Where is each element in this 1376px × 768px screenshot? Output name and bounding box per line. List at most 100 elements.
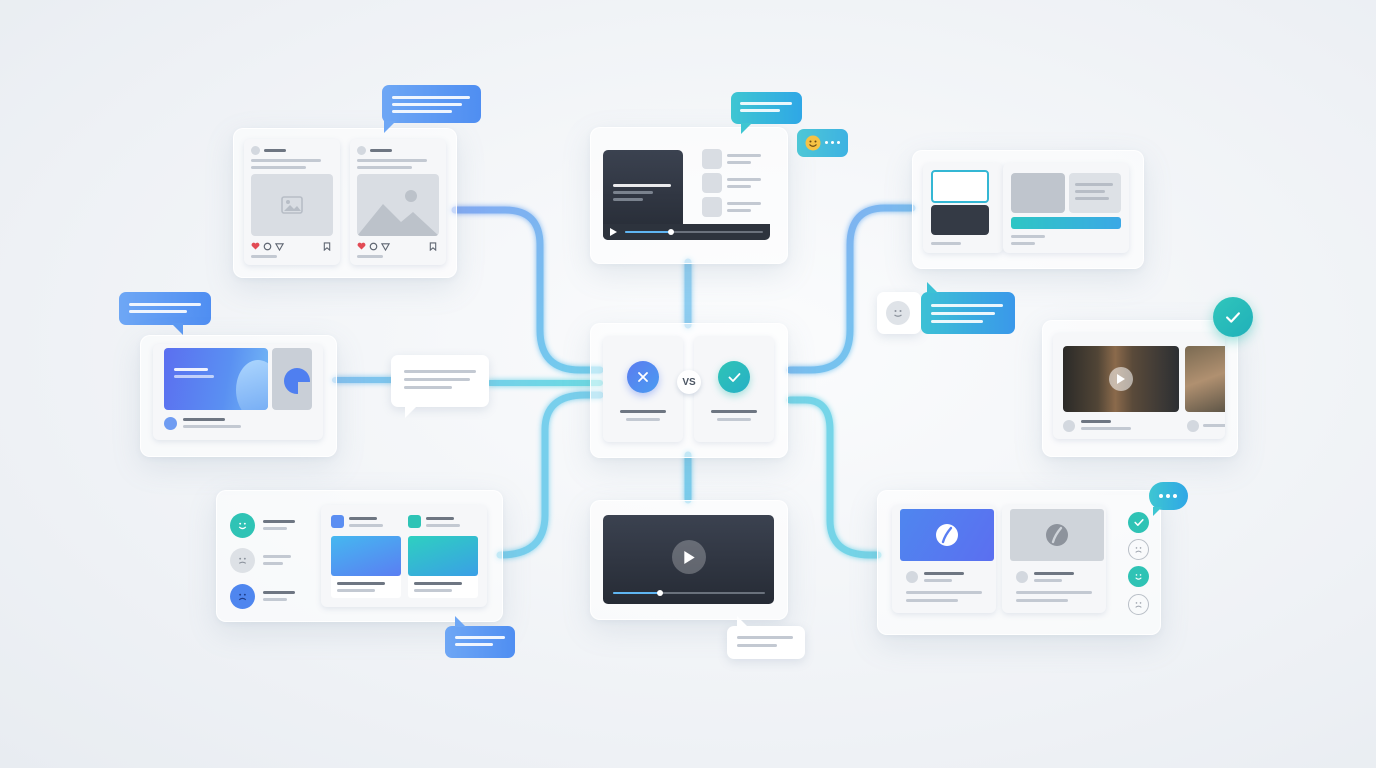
check-icon[interactable]: [1128, 512, 1149, 533]
text-line: [1075, 197, 1109, 200]
smile-emoji-icon: [805, 135, 821, 151]
video-player[interactable]: [603, 515, 774, 604]
chat-bubble: [731, 92, 802, 134]
comment-icon[interactable]: [369, 242, 378, 251]
mountain-image-icon: [357, 190, 439, 236]
product-image: [1010, 509, 1104, 561]
text-line: [404, 378, 470, 381]
emoji-reaction-bubble[interactable]: [797, 129, 848, 157]
chat-bubble: [727, 616, 805, 659]
playlist-thumb[interactable]: [702, 197, 722, 217]
video-gallery-card[interactable]: [1053, 333, 1225, 439]
progress-track[interactable]: [625, 229, 763, 235]
layout-card[interactable]: [923, 163, 1003, 253]
hero-card[interactable]: [153, 344, 323, 440]
dark-layout-block[interactable]: [931, 205, 989, 235]
progress-fill: [625, 231, 670, 233]
text-line: [613, 191, 653, 194]
text-line: [931, 320, 983, 323]
text-line: [337, 589, 375, 592]
more-dots-icon: [825, 141, 843, 145]
text-line: [129, 310, 187, 313]
heart-icon[interactable]: [251, 242, 260, 250]
text-line: [727, 185, 751, 188]
face-reaction-chip: [877, 292, 921, 334]
video-control-bar[interactable]: [603, 224, 770, 240]
text-line: [727, 202, 761, 205]
text-line: [924, 572, 964, 575]
hero-shape: [236, 360, 268, 410]
variant-b-card[interactable]: [694, 336, 774, 442]
text-line: [349, 517, 377, 520]
video-thumbnail[interactable]: [1185, 346, 1225, 412]
text-line: [414, 589, 452, 592]
text-line: [1016, 591, 1092, 594]
text-line: [727, 178, 761, 181]
playlist-thumb[interactable]: [702, 173, 722, 193]
text-line: [174, 368, 208, 371]
text-line: [740, 102, 792, 105]
text-line: [455, 643, 493, 646]
connector-bottom-right: [786, 396, 882, 559]
playlist-thumb[interactable]: [702, 149, 722, 169]
content-card[interactable]: [406, 513, 478, 601]
text-line: [414, 582, 462, 585]
image-placeholder: [251, 174, 333, 236]
card-icon: [331, 515, 344, 528]
text-line: [370, 149, 392, 152]
selected-layout-block[interactable]: [931, 170, 989, 203]
text-line: [931, 312, 995, 315]
image-placeholder: [1011, 173, 1065, 213]
bookmark-icon[interactable]: [429, 242, 437, 251]
text-line: [426, 524, 460, 527]
check-icon: [718, 361, 750, 393]
heart-icon[interactable]: [357, 242, 366, 250]
text-line: [906, 591, 982, 594]
bookmark-icon[interactable]: [323, 242, 331, 251]
text-line: [392, 96, 470, 99]
content-card[interactable]: [329, 513, 401, 601]
layout-card[interactable]: [1003, 163, 1129, 253]
text-line: [251, 166, 306, 169]
connector-top-left: [451, 206, 604, 374]
sad-face-icon[interactable]: [1128, 594, 1149, 615]
progress-handle[interactable]: [667, 229, 674, 235]
progress-track[interactable]: [613, 590, 765, 596]
more-dots-icon: [1159, 494, 1179, 498]
happy-face-icon[interactable]: [1128, 566, 1149, 587]
text-line: [357, 166, 412, 169]
text-line: [263, 591, 295, 594]
play-icon[interactable]: [610, 228, 617, 236]
share-icon[interactable]: [381, 242, 390, 251]
variant-a-card[interactable]: [603, 336, 683, 442]
text-line: [717, 418, 751, 421]
feed-post-card[interactable]: [244, 139, 340, 265]
cta-bar[interactable]: [1011, 217, 1121, 229]
share-icon[interactable]: [275, 242, 284, 251]
bubble-tail: [171, 323, 183, 335]
avatar: [1016, 571, 1028, 583]
avatar: [357, 146, 366, 155]
chat-bubble: [119, 292, 211, 335]
product-card[interactable]: [892, 505, 996, 613]
comment-icon[interactable]: [263, 242, 272, 251]
product-card[interactable]: [1002, 505, 1106, 613]
text-line: [626, 418, 660, 421]
x-icon: [627, 361, 659, 393]
video-playlist-panel: [590, 127, 788, 264]
progress-handle[interactable]: [657, 590, 664, 596]
video-thumbnail[interactable]: [1063, 346, 1179, 412]
video-gallery-panel: [1042, 320, 1238, 457]
video-player-panel: [590, 500, 788, 620]
more-options-bubble[interactable]: [1149, 482, 1188, 516]
sad-face-icon[interactable]: [1128, 539, 1149, 560]
text-line: [251, 159, 321, 162]
play-icon[interactable]: [1109, 367, 1133, 391]
feed-post-card[interactable]: [350, 139, 446, 265]
avatar: [1187, 420, 1199, 432]
text-line: [1034, 579, 1062, 582]
check-icon[interactable]: [1213, 297, 1253, 337]
text-line: [737, 644, 777, 647]
play-icon[interactable]: [672, 540, 706, 574]
text-line: [1011, 242, 1035, 245]
